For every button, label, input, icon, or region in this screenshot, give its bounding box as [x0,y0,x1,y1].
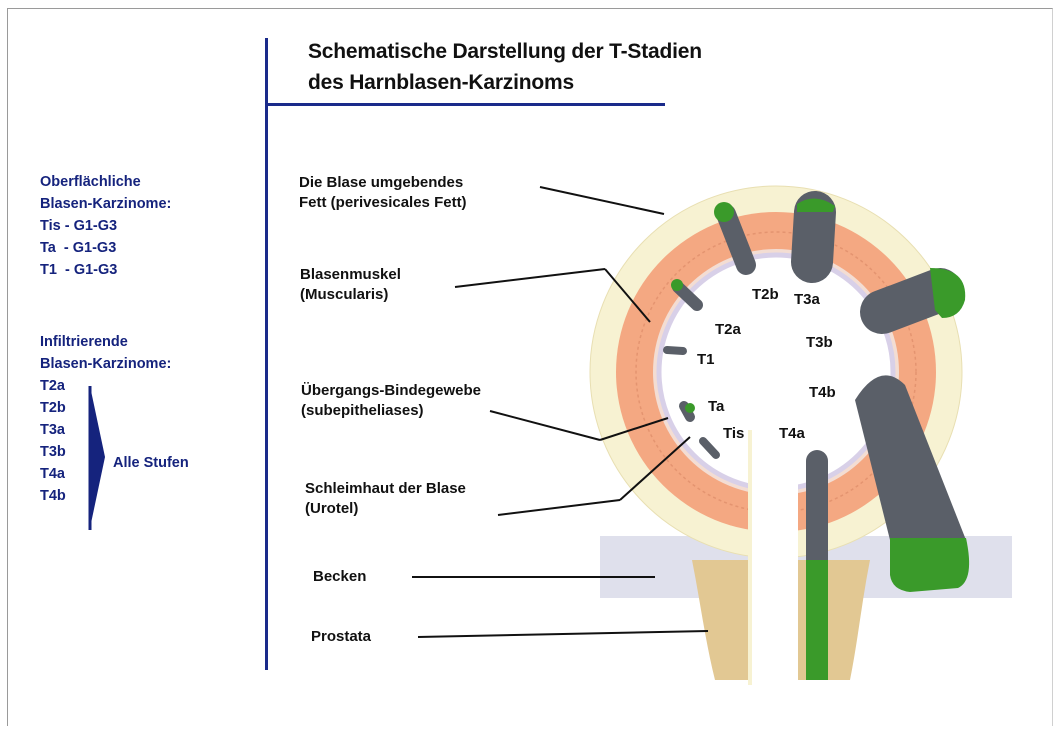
tumor-t3b [882,290,940,312]
legend-item-t2a: T2a [40,375,171,397]
label-prostate: Prostata [311,627,371,647]
label-connective-line-2: (subepitheliases) [301,401,481,421]
stage-t1: T1 [697,351,715,368]
stage-t3b: T3b [806,334,833,351]
tumor-t2a-tip [671,279,683,291]
legend-superficial: Oberflächliche Blasen-Karzinome: Tis - G… [40,171,171,281]
tumor-ta-tip [685,403,695,413]
stage-tis: Tis [723,425,744,442]
leader-connective-1 [490,411,600,440]
urethra [752,430,798,690]
legend-item-tis: Tis - G1-G3 [40,215,171,237]
label-pelvis: Becken [313,567,366,587]
title-line-2: des Harnblasen-Karzinoms [308,67,702,98]
legend-item-t3a: T3a [40,419,171,441]
legend-item-t2b: T2b [40,397,171,419]
stage-t4a: T4a [779,425,805,442]
leader-mucosa-1 [498,500,620,515]
legend-superficial-heading-1: Oberflächliche [40,171,171,193]
tumor-t3a [812,212,815,262]
title-underline [268,103,665,106]
label-muscle: Blasenmuskel (Muscularis) [300,265,401,305]
label-muscle-line-2: (Muscularis) [300,285,401,305]
leader-muscle-1 [455,269,605,287]
stage-ta: Ta [708,398,724,415]
label-mucosa-line-2: (Urotel) [305,499,466,519]
legend-item-ta: Ta - G1-G3 [40,237,171,259]
label-mucosa-line-1: Schleimhaut der Blase [305,479,466,499]
label-fat-line-1: Die Blase umgebendes [299,173,467,193]
stage-t3a: T3a [794,291,820,308]
tumor-t4b-tip [890,538,969,592]
leader-prostate [418,631,708,637]
stage-t2b: T2b [752,286,779,303]
page-title: Schematische Darstellung der T-Stadien d… [308,36,702,98]
leader-fat [540,187,664,214]
stage-t4b: T4b [809,384,836,401]
label-fat: Die Blase umgebendes Fett (perivesicales… [299,173,467,213]
urethra-wall-left [748,430,752,685]
legend-superficial-heading-2: Blasen-Karzinome: [40,193,171,215]
label-fat-line-2: Fett (perivesicales Fett) [299,193,467,213]
tumor-t4a-tip [806,560,828,680]
legend-item-t1: T1 - G1-G3 [40,259,171,281]
legend-infiltrating-heading-2: Blasen-Karzinome: [40,353,171,375]
tumor-t2b-tip [714,202,734,222]
legend-infiltrating-heading-1: Infiltrierende [40,331,171,353]
label-mucosa: Schleimhaut der Blase (Urotel) [305,479,466,519]
legend-item-t4b: T4b [40,485,171,507]
legend-infiltrating: Infiltrierende Blasen-Karzinome: T2a T2b… [40,331,171,507]
label-muscle-line-1: Blasenmuskel [300,265,401,285]
title-line-1: Schematische Darstellung der T-Stadien [308,36,702,67]
label-connective-line-1: Übergangs-Bindegewebe [301,381,481,401]
label-connective: Übergangs-Bindegewebe (subepitheliases) [301,381,481,421]
vertical-divider [265,38,268,670]
legend-group-label: Alle Stufen [113,455,189,471]
tumor-t1 [667,350,683,351]
stage-t2a: T2a [715,321,741,338]
